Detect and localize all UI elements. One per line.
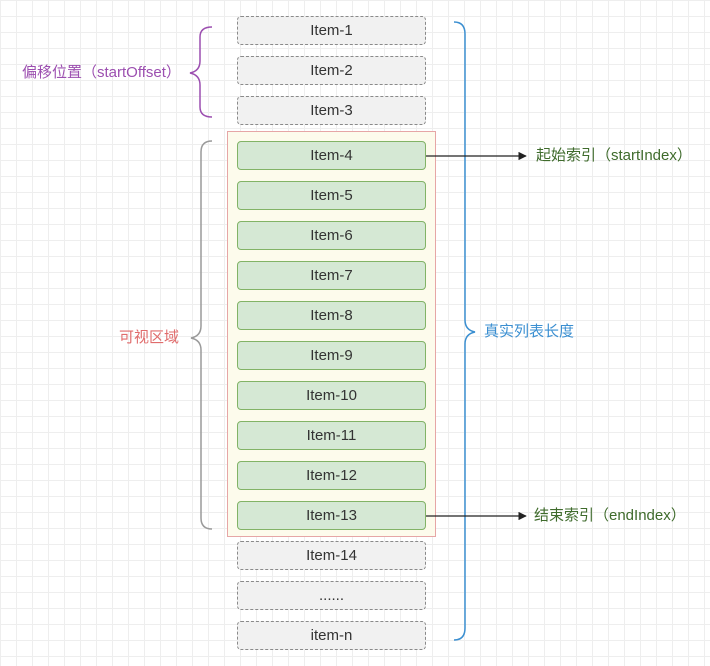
- visible-area-label: 可视区域: [119, 329, 180, 346]
- real-list-length-brace: [453, 21, 476, 641]
- start-index-label: 起始索引（startIndex）: [536, 147, 692, 164]
- start-offset-label: 偏移位置（startOffset）: [22, 64, 181, 81]
- list-item-visible: Item-10: [237, 381, 426, 410]
- list-item: Item-1: [237, 16, 426, 45]
- list-item: Item-2: [237, 56, 426, 85]
- list-item: Item-14: [237, 541, 426, 570]
- list-item: item-n: [237, 621, 426, 650]
- list-item-visible: Item-8: [237, 301, 426, 330]
- list-item-visible: Item-6: [237, 221, 426, 250]
- list-item-visible: Item-9: [237, 341, 426, 370]
- end-index-label: 结束索引（endIndex）: [534, 507, 686, 524]
- list-item: ......: [237, 581, 426, 610]
- list-item-visible: Item-13: [237, 501, 426, 530]
- list-item-visible: Item-5: [237, 181, 426, 210]
- list-item-visible: Item-11: [237, 421, 426, 450]
- list-item-visible: Item-4: [237, 141, 426, 170]
- real-list-length-label: 真实列表长度: [484, 323, 575, 340]
- list-item: Item-3: [237, 96, 426, 125]
- list-item-visible: Item-7: [237, 261, 426, 290]
- start-offset-brace: [189, 26, 213, 118]
- visible-area-brace: [190, 140, 213, 530]
- list-item-visible: Item-12: [237, 461, 426, 490]
